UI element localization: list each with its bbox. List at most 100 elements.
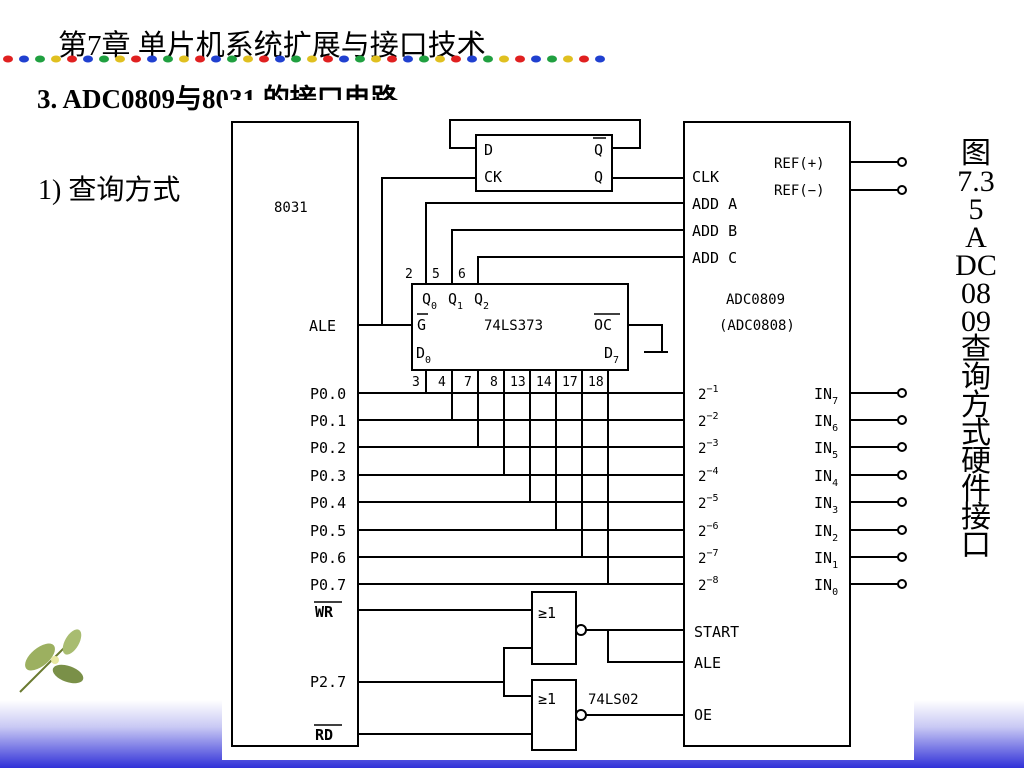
latch-bottom-pin: 13 xyxy=(510,375,526,390)
decorative-dot xyxy=(35,55,45,63)
adc-data-bit-3: 2−3 xyxy=(698,438,718,457)
adc-addr-pin-0: ADD A xyxy=(692,195,737,213)
latch-bottom-pin: 4 xyxy=(438,375,446,390)
decorative-dot xyxy=(19,55,29,63)
decorative-dot xyxy=(83,55,93,63)
adc-data-bit-7: 2−7 xyxy=(698,548,718,567)
latch-bottom-pin: 8 xyxy=(490,375,498,390)
latch-bottom-pin: 17 xyxy=(562,375,578,390)
figure-caption: 图7.35 ADC0809查询方式硬件接口 xyxy=(955,137,997,562)
adc-data-bit-5: 2−5 xyxy=(698,493,718,512)
decorative-dot xyxy=(3,55,13,63)
adc-input-3: IN3 xyxy=(814,494,838,516)
latch-bottom-pin: 18 xyxy=(588,375,604,390)
decorative-dot xyxy=(403,55,413,63)
latch-q2-pin: Q2 xyxy=(474,290,489,312)
cpu-port-6: P0.6 xyxy=(310,549,346,567)
adc-input-terminal xyxy=(897,497,907,507)
decorative-dot xyxy=(307,55,317,63)
nor-gate-2-symbol: ≥1 xyxy=(538,690,556,708)
decorative-dot xyxy=(387,55,397,63)
adc-input-5: IN5 xyxy=(814,439,838,461)
decorative-dot xyxy=(51,55,61,63)
decorative-dot xyxy=(323,55,333,63)
decorative-dot xyxy=(531,55,541,63)
adc-ref-plus: REF(+) xyxy=(774,156,825,172)
adc-input-terminal xyxy=(897,442,907,452)
adc-data-bit-2: 2−2 xyxy=(698,411,718,430)
adc-input-terminal xyxy=(897,415,907,425)
cpu-port-5: P0.5 xyxy=(310,522,346,540)
latch-74ls373-box xyxy=(411,283,629,371)
adc-addr-pin-2: ADD C xyxy=(692,249,737,267)
chapter-title: 第7章 单片机系统扩展与接口技术 xyxy=(58,30,486,62)
latch-q0-pin: Q0 xyxy=(422,290,437,312)
decorative-dot xyxy=(211,55,221,63)
ff-d-pin: D xyxy=(484,141,493,159)
adc-data-bit-8: 2−8 xyxy=(698,575,718,594)
decorative-dot xyxy=(147,55,157,63)
adc-input-terminal xyxy=(897,552,907,562)
cpu-port-1: P0.1 xyxy=(310,412,346,430)
nor-gate-1-symbol: ≥1 xyxy=(538,604,556,622)
nor-gate-1 xyxy=(531,591,577,665)
decorative-dot xyxy=(483,55,493,63)
adc-input-terminal xyxy=(897,388,907,398)
leaf-decoration-icon xyxy=(19,629,84,693)
decorative-dot xyxy=(67,55,77,63)
cpu-port-3: P0.3 xyxy=(310,467,346,485)
decorative-dot xyxy=(131,55,141,63)
decorative-dot xyxy=(579,55,589,63)
decorative-dot xyxy=(371,55,381,63)
decorative-dot xyxy=(291,55,301,63)
flipflop-box xyxy=(475,134,613,192)
adc-input-terminal xyxy=(897,470,907,480)
adc-start-pin: START xyxy=(694,623,739,641)
ff-q-pin: Q xyxy=(594,168,603,186)
cpu-wr-pin: WR xyxy=(315,603,334,621)
decorative-dot xyxy=(115,55,125,63)
latch-top-pin: 6 xyxy=(458,267,466,282)
adc-alt-name: (ADC0808) xyxy=(719,318,795,334)
latch-q1-pin: Q1 xyxy=(448,290,463,312)
adc-ref-minus: REF(−) xyxy=(774,183,825,199)
cpu-port-4: P0.4 xyxy=(310,494,346,512)
mode-label: 1) 查询方式 xyxy=(38,175,181,206)
gate-chip-label: 74LS02 xyxy=(588,692,639,708)
latch-oc-pin: OC xyxy=(594,316,612,334)
adc-input-0: IN0 xyxy=(814,576,838,598)
adc0809-box xyxy=(683,121,851,747)
ff-ck-pin: CK xyxy=(484,168,502,186)
decorative-dot xyxy=(275,55,285,63)
adc-input-2: IN2 xyxy=(814,522,838,544)
latch-d0-pin: D0 xyxy=(416,344,431,366)
cpu-8031-box xyxy=(231,121,359,747)
decorative-dot xyxy=(179,55,189,63)
latch-top-pin: 5 xyxy=(432,267,440,282)
cpu-ale-pin: ALE xyxy=(309,317,336,335)
adc-addr-pin-1: ADD B xyxy=(692,222,737,240)
cpu-name: 8031 xyxy=(274,200,308,216)
decorative-dots-row xyxy=(3,55,605,63)
adc-input-terminal xyxy=(897,579,907,589)
cpu-port-0: P0.0 xyxy=(310,385,346,403)
adc-input-1: IN1 xyxy=(814,549,838,571)
decorative-dot xyxy=(259,55,269,63)
decorative-dot xyxy=(195,55,205,63)
adc-input-6: IN6 xyxy=(814,412,838,434)
adc-ale-pin: ALE xyxy=(694,654,721,672)
adc-input-7: IN7 xyxy=(814,385,838,407)
decorative-dot xyxy=(99,55,109,63)
decorative-dot xyxy=(227,55,237,63)
adc-data-bit-4: 2−4 xyxy=(698,466,718,485)
latch-bottom-pin: 3 xyxy=(412,375,420,390)
decorative-dot xyxy=(419,55,429,63)
decorative-dot xyxy=(515,55,525,63)
decorative-dot xyxy=(595,55,605,63)
decorative-dot xyxy=(339,55,349,63)
decorative-dot xyxy=(563,55,573,63)
adc-clk-pin: CLK xyxy=(692,168,719,186)
decorative-dot xyxy=(547,55,557,63)
cpu-rd-pin: RD xyxy=(315,726,333,744)
adc-oe-pin: OE xyxy=(694,706,712,724)
